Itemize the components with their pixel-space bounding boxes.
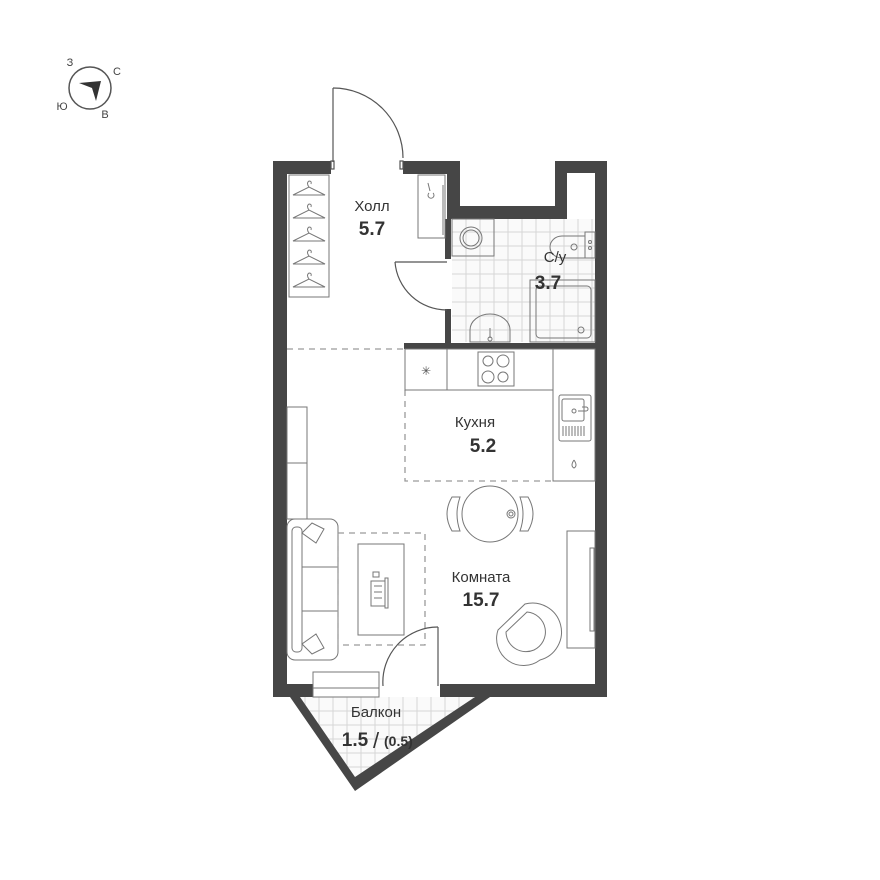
wardrobe (288, 174, 330, 298)
room-area: 15.7 (463, 590, 500, 611)
tv-stand (566, 530, 596, 649)
bathroom-area: 3.7 (535, 273, 561, 294)
bathroom: С/у 3.7 (451, 218, 596, 343)
kitchen-area: 5.2 (470, 436, 496, 457)
balcony: Балкон 1.5 / (0.5) (342, 704, 413, 753)
shoe-cabinet (417, 174, 446, 239)
kitchen: ✳ Кухня 5.2 (287, 348, 596, 482)
balcony-name: Балкон (351, 704, 401, 721)
dining-table (446, 485, 534, 543)
hall: Холл 5.7 (288, 174, 448, 311)
kitchen-sink (558, 394, 592, 442)
balcony-door[interactable] (382, 626, 439, 687)
rug-zone (337, 532, 426, 646)
washing-machine (451, 218, 495, 257)
water-drop-icon (571, 459, 577, 469)
shoe-horn-icon (427, 182, 435, 199)
compass-arrow-icon (79, 81, 101, 101)
hall-area: 5.7 (359, 219, 385, 240)
compass-south: Ю (56, 101, 67, 113)
desk-with-laptop (357, 543, 405, 636)
balcony-area: 1.5 (342, 730, 369, 751)
walls (273, 161, 607, 791)
compass: З С Ю В (56, 57, 121, 121)
cooktop (477, 351, 515, 387)
compass-north: С (113, 66, 121, 78)
kitchen-name: Кухня (455, 414, 495, 431)
bathroom-sink (469, 313, 511, 343)
compass-ring (68, 66, 112, 110)
hall-name: Холл (354, 198, 389, 215)
armchair (496, 602, 562, 667)
compass-west: З (67, 57, 74, 69)
balcony-area-reduced: (0.5) (384, 733, 413, 749)
balcony-area-separator: / (373, 728, 380, 753)
living-room: Комната 15.7 (286, 406, 596, 698)
entrance-door[interactable] (330, 87, 404, 170)
hanger-icons (292, 180, 326, 288)
sofa (286, 518, 339, 661)
shower-tray (529, 279, 596, 343)
balcony-window (312, 671, 380, 698)
compass-east: В (101, 109, 108, 121)
room-name: Комната (452, 569, 511, 586)
toilet (549, 231, 596, 259)
bathroom-door[interactable] (394, 261, 448, 311)
bathroom-name: С/у (544, 249, 567, 266)
fridge-icon: ✳ (421, 364, 431, 378)
kitchen-counter-right (552, 348, 596, 482)
